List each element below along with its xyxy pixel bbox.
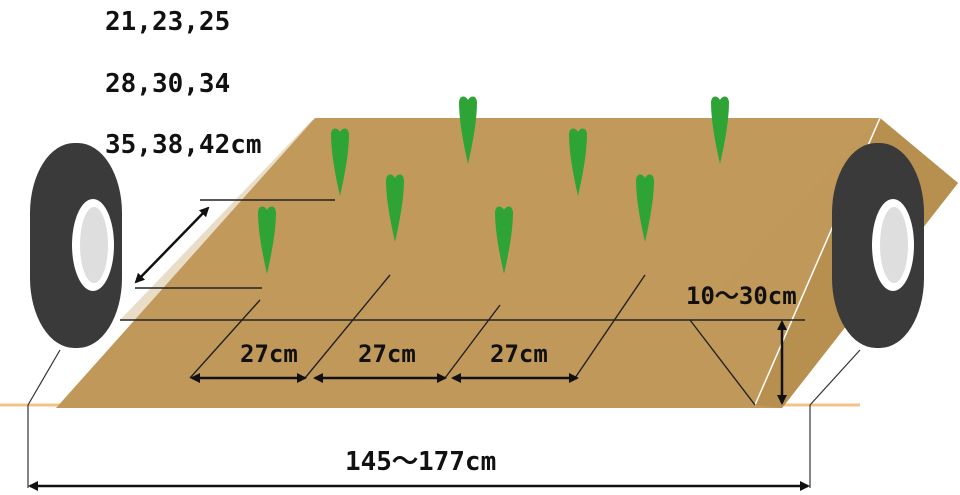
row-spacing-label-2: 27cm (358, 340, 416, 368)
spacing-option-line-1: 21,23,25 (105, 7, 230, 37)
right-tire-icon (832, 143, 924, 348)
spacing-option-line-3: 35,38,42cm (105, 130, 262, 160)
dimension-arrows (28, 206, 810, 491)
tread-width-label: 145～177cm (345, 447, 496, 477)
spacing-option-line-2: 28,30,34 (105, 69, 230, 99)
guide-lines (120, 199, 805, 406)
dimension-guides (27, 349, 861, 488)
row-spacing-label-3: 27cm (490, 340, 548, 368)
left-tire-icon (30, 143, 122, 348)
plant-spacing-arrow (134, 206, 210, 284)
bed-height-label: 10～30cm (686, 282, 797, 310)
row-spacing-label-1: 27cm (240, 340, 298, 368)
